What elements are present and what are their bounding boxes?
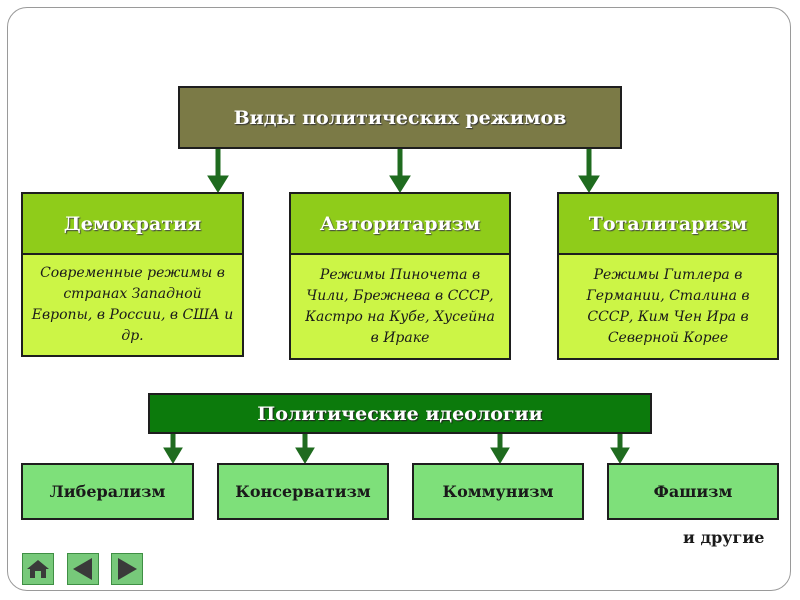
- arrow-head-fascism: [610, 447, 630, 464]
- regime-description-authoritarianism: Режимы Пиночета в Чили, Брежнева в СССР,…: [289, 254, 511, 360]
- ideology-label: Консерватизм: [235, 482, 371, 501]
- regime-description-text: Режимы Гитлера в Германии, Сталина в ССС…: [586, 266, 750, 346]
- next-slide-button[interactable]: [111, 553, 143, 585]
- regime-name: Авторитаризм: [319, 212, 481, 235]
- arrow-head-democracy: [207, 175, 229, 193]
- regime-description-democracy: Современные режимы в странах Западной Ев…: [21, 254, 244, 357]
- regime-header-totalitarianism: Тоталитаризм: [557, 192, 779, 254]
- regime-header-authoritarianism: Авторитаризм: [289, 192, 511, 254]
- previous-slide-button[interactable]: [67, 553, 99, 585]
- ideology-communism: Коммунизм: [412, 463, 584, 520]
- arrow-left-icon: [73, 558, 92, 580]
- home-button[interactable]: [22, 553, 54, 585]
- arrow-head-communism: [490, 447, 510, 464]
- ideology-fascism: Фашизм: [607, 463, 779, 520]
- arrow-right-icon: [118, 558, 137, 580]
- ideologies-title-text: Политические идеологии: [257, 402, 543, 425]
- arrow-head-totalitarianism: [578, 175, 600, 193]
- ideology-label: Либерализм: [49, 482, 166, 501]
- ideologies-title: Политические идеологии: [148, 393, 652, 434]
- others-note: и другие: [683, 528, 765, 547]
- regime-name: Тоталитаризм: [588, 212, 748, 235]
- regime-name: Демократия: [63, 212, 202, 235]
- diagram-title: Виды политических режимов: [178, 86, 622, 149]
- regime-description-text: Режимы Пиночета в Чили, Брежнева в СССР,…: [305, 266, 495, 346]
- diagram-title-text: Виды политических режимов: [233, 106, 567, 129]
- ideology-label: Коммунизм: [442, 482, 554, 501]
- regime-description-totalitarianism: Режимы Гитлера в Германии, Сталина в ССС…: [557, 254, 779, 360]
- ideology-conservatism: Консерватизм: [217, 463, 389, 520]
- arrow-head-conservatism: [295, 447, 315, 464]
- regime-description-text: Современные режимы в странах Западной Ев…: [31, 265, 234, 344]
- regime-header-democracy: Демократия: [21, 192, 244, 254]
- ideology-liberalism: Либерализм: [21, 463, 194, 520]
- ideology-label: Фашизм: [653, 482, 733, 501]
- arrow-head-authoritarianism: [389, 175, 411, 193]
- arrow-head-liberalism: [163, 447, 183, 464]
- home-icon: [27, 560, 49, 578]
